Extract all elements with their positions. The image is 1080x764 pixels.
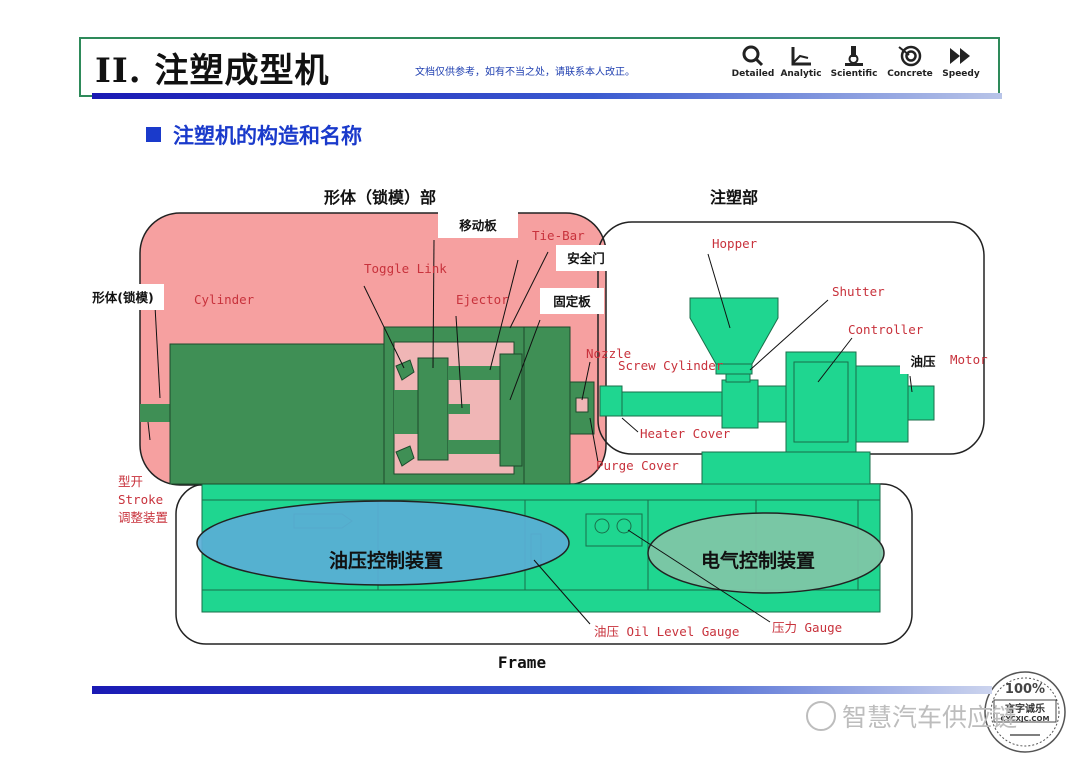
fixed-plate-block — [499, 353, 523, 467]
target-icon — [898, 45, 922, 67]
fixed-plate-labelbox — [540, 288, 604, 314]
oil-level-gauge-label: 油压 Oil Level Gauge — [594, 624, 739, 639]
hydraulic-control-zone — [196, 500, 570, 586]
tie-bar-lower — [448, 440, 514, 454]
toggle-link-label: Toggle Link — [364, 261, 447, 276]
concrete-badge: Concrete — [882, 45, 938, 79]
hydraulic-control-label: 油压控制装置 — [329, 549, 443, 572]
motor-label: Motor — [950, 352, 988, 367]
screw-cylinder-label: Screw Cylinder — [618, 358, 724, 373]
hopper-label: Hopper — [712, 236, 758, 251]
section-clamp-title: 形体（锁模）部 — [324, 188, 436, 207]
detailed-badge: Detailed — [725, 45, 781, 79]
stroke-label-1: 型开 — [118, 474, 143, 489]
watermark: 智慧汽车供应链 — [806, 698, 1017, 734]
purge-cover-label: Purge Cover — [596, 458, 679, 473]
speedy-label: Speedy — [942, 69, 980, 79]
screw-cylinder — [621, 391, 723, 417]
detailed-label: Detailed — [731, 69, 775, 79]
seal-stamp: 100% 言字诚乐 CYCXJC.COM — [984, 671, 1066, 753]
fixed-plate-label: 固定板 — [553, 294, 591, 309]
subtitle-text: 注塑机的构造和名称 — [173, 124, 362, 148]
pressure-gauge-label: 压力 Gauge — [772, 620, 842, 635]
stroke-label-2: Stroke — [118, 492, 163, 507]
ejector-rod — [448, 404, 470, 414]
scientific-label: Scientific — [830, 69, 878, 79]
chart-axes-icon — [791, 47, 811, 66]
footer-rule — [92, 686, 992, 694]
microscope-icon — [845, 46, 863, 66]
slide-header: II. 注塑成型机 文档仅供参考，如有不当之处，请联系本人改正。 Detaile… — [79, 37, 1000, 97]
heater-cover-label: Heater Cover — [640, 426, 731, 441]
disclaimer-text: 文档仅供参考，如有不当之处，请联系本人改正。 — [415, 67, 635, 78]
hydraulic-motor — [855, 365, 909, 443]
hydraulic-label: 油压 — [910, 354, 936, 369]
svg-text:言字诚乐: 言字诚乐 — [1005, 702, 1045, 715]
hydraulic-labelbox — [900, 348, 946, 374]
slide-title: II. 注塑成型机 — [95, 51, 330, 91]
electric-control-label: 电气控制装置 — [701, 549, 815, 572]
shutter-block — [725, 373, 751, 383]
magnifier-icon — [742, 45, 764, 67]
safety-door-label: 安全门 — [567, 251, 605, 266]
shutter-label: Shutter — [832, 284, 885, 299]
moving-plate-labelbox — [438, 212, 518, 238]
nozzle-label: Nozzle — [586, 346, 631, 361]
electric-control-zone — [647, 512, 885, 594]
analytic-label: Analytic — [780, 69, 822, 79]
watermark-text: 智慧汽车供应链 — [842, 703, 1018, 732]
fast-forward-icon — [950, 48, 970, 64]
cylinder-label: Cylinder — [194, 292, 255, 307]
wechat-icon — [806, 701, 836, 731]
moving-plate-label: 移动板 — [459, 218, 497, 233]
clamp-unit-labelbox — [82, 284, 164, 310]
tie-bar-upper — [448, 366, 514, 380]
hopper — [689, 297, 779, 365]
concrete-label: Concrete — [887, 69, 933, 79]
clamp-cylinder — [169, 343, 385, 485]
clamp-unit-label: 形体(锁模) — [92, 290, 153, 305]
stroke-label-3: 调整装置 — [118, 510, 168, 525]
frame-label: Frame — [498, 653, 546, 672]
section-subtitle: 注塑机的构造和名称 — [146, 120, 362, 150]
tie-bar-label: Tie-Bar — [532, 228, 585, 243]
safety-door-labelbox — [556, 245, 616, 271]
controller-label: Controller — [848, 322, 924, 337]
moving-plate-block — [417, 357, 449, 461]
svg-text:100%: 100% — [1005, 682, 1045, 697]
section-injection-title: 注塑部 — [710, 188, 758, 207]
scientific-badge: Scientific — [826, 45, 882, 79]
header-rule — [92, 93, 1002, 99]
svg-text:CYCXJC.COM: CYCXJC.COM — [1001, 715, 1050, 723]
ejector-label: Ejector — [456, 292, 509, 307]
pressure-gauge-panel — [585, 513, 643, 547]
injection-base — [701, 451, 871, 485]
controller-box — [785, 351, 857, 453]
bullet-square-icon — [146, 127, 161, 142]
analytic-badge: Analytic — [773, 45, 829, 79]
speedy-badge: Speedy — [933, 45, 989, 79]
stroke-rod — [140, 404, 170, 422]
